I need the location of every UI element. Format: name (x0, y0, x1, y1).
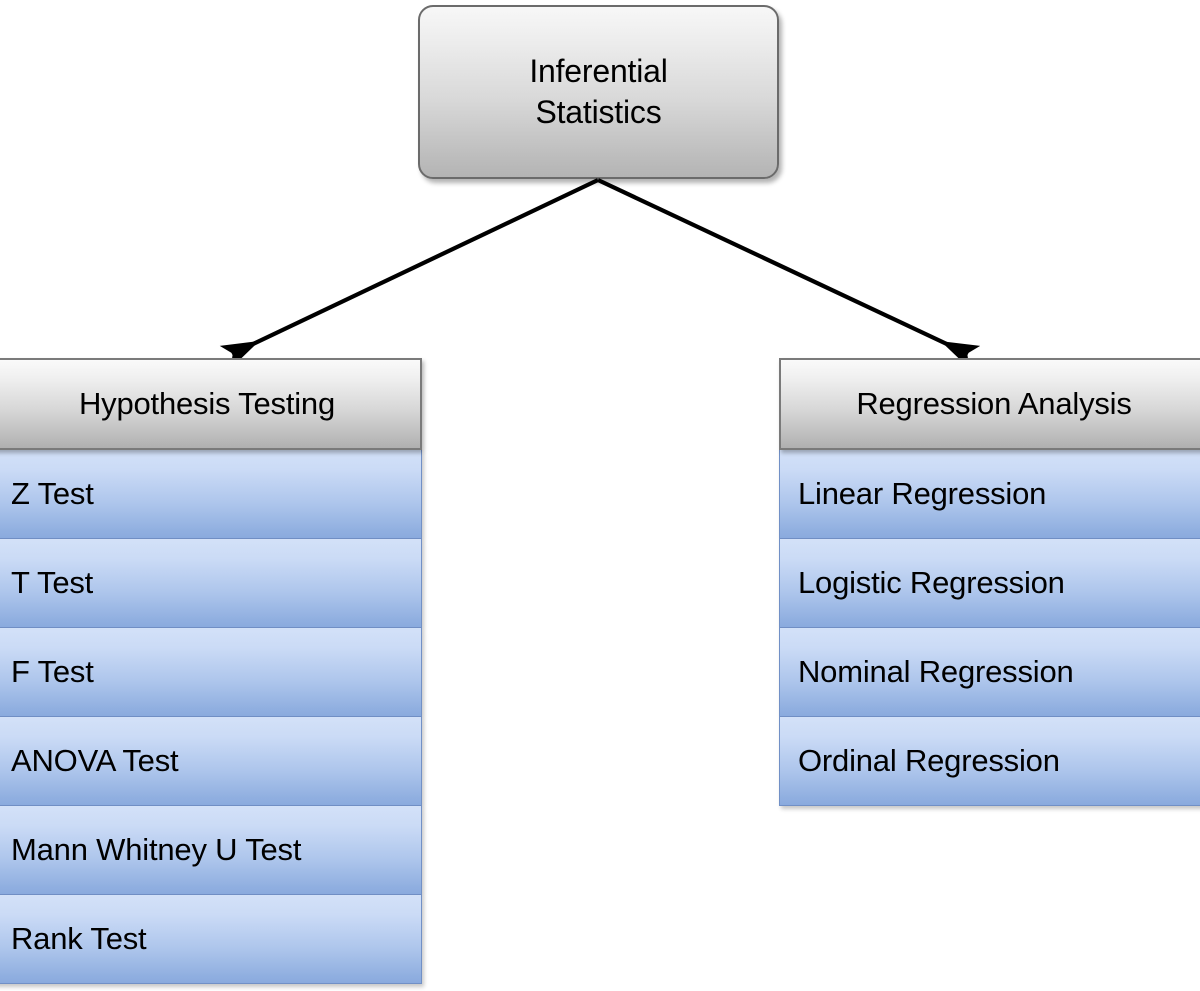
list-item[interactable]: Linear Regression (779, 450, 1200, 539)
list-item-label: T Test (11, 565, 94, 600)
node-inferential-statistics[interactable]: Inferential Statistics (418, 5, 779, 179)
list-item-label: Mann Whitney U Test (11, 832, 302, 867)
list-item-label: Nominal Regression (798, 654, 1074, 689)
list-item[interactable]: Logistic Regression (779, 539, 1200, 628)
list-item[interactable]: Rank Test (0, 895, 422, 984)
branch-header-regression-analysis[interactable]: Regression Analysis (779, 358, 1200, 450)
list-item[interactable]: Z Test (0, 450, 422, 539)
list-item-label: Logistic Regression (798, 565, 1065, 600)
branch-regression-analysis: Regression Analysis Linear Regression Lo… (779, 358, 1200, 806)
list-item-label: F Test (11, 654, 94, 689)
list-item[interactable]: Ordinal Regression (779, 717, 1200, 806)
list-item-label: Rank Test (11, 921, 147, 956)
connector-root-to-hypothesis-testing (219, 178, 599, 369)
list-item[interactable]: F Test (0, 628, 422, 717)
connector-root-to-regression-analysis (597, 178, 981, 369)
list-item[interactable]: ANOVA Test (0, 717, 422, 806)
list-item[interactable]: Nominal Regression (779, 628, 1200, 717)
branch-hypothesis-testing: Hypothesis Testing Z Test T Test F Test … (0, 358, 422, 984)
branch-header-label: Hypothesis Testing (78, 386, 336, 421)
list-item-label: Ordinal Regression (798, 743, 1060, 778)
branch-header-hypothesis-testing[interactable]: Hypothesis Testing (0, 358, 422, 450)
list-item-label: Z Test (11, 476, 94, 511)
list-item-label: Linear Regression (798, 476, 1047, 511)
node-inferential-statistics-label: Inferential Statistics (529, 53, 668, 130)
list-item[interactable]: Mann Whitney U Test (0, 806, 422, 895)
branch-header-label: Regression Analysis (856, 386, 1132, 421)
list-item[interactable]: T Test (0, 539, 422, 628)
list-item-label: ANOVA Test (11, 743, 179, 778)
